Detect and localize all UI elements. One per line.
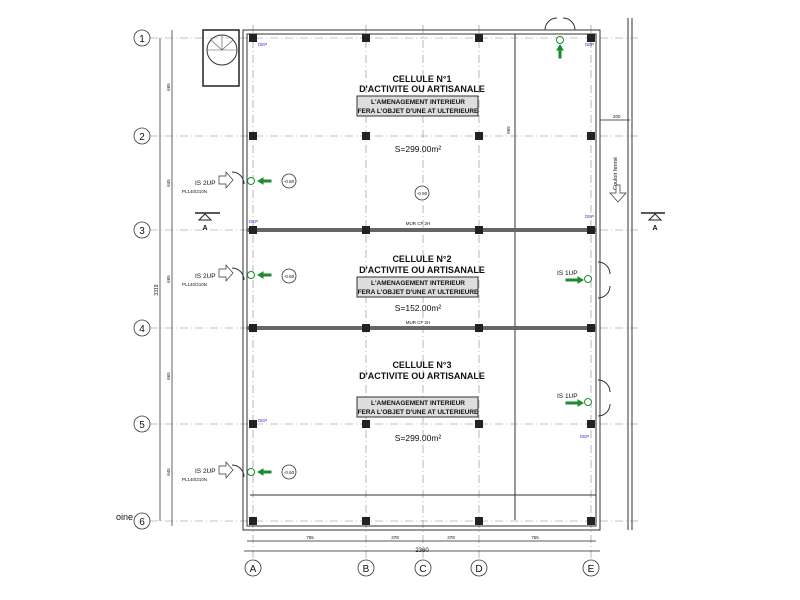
svg-text:-0.60: -0.60 (417, 191, 428, 196)
exit-left-1: IS 2UP PL140/210N (182, 171, 272, 194)
fire-wall-1 (247, 228, 596, 232)
svg-text:1: 1 (139, 34, 145, 45)
structural-columns (249, 34, 595, 525)
svg-text:645: 645 (166, 179, 171, 187)
svg-text:378: 378 (391, 535, 399, 540)
cell-subtitle: D'ACTIVITE OU ARTISANALE (359, 371, 485, 381)
cell-note-1: L'AMENAGEMENT INTERIEUR (371, 280, 465, 287)
cell-subtitle: D'ACTIVITE OU ARTISANALE (359, 265, 485, 275)
cell-3: CELLULE N°3 D'ACTIVITE OU ARTISANALE L'A… (356, 360, 485, 443)
svg-text:A: A (652, 225, 657, 232)
green-arrow-icon (257, 177, 272, 185)
exit-arrow-icon (218, 171, 234, 189)
cell-subtitle: D'ACTIVITE OU ARTISANALE (359, 84, 485, 94)
cell-title: CELLULE N°1 (392, 74, 451, 84)
exit-right-2: IS 1UP (557, 379, 611, 417)
fire-wall-label: MUR CF 2H (406, 221, 431, 226)
level-markers: -0.60 -0.60 -0.60 -0.60 (281, 173, 430, 480)
exit-right-1: IS 1UP (557, 261, 611, 299)
total-height-dim: 3319 (154, 284, 160, 295)
cell-note-2: FERA L'OBJET D'UNE AT ULTERIEURE (358, 108, 479, 115)
svg-text:378: 378 (447, 535, 455, 540)
svg-text:665: 665 (166, 83, 171, 91)
cell-title: CELLULE N°2 (392, 254, 451, 264)
svg-text:E: E (588, 564, 595, 575)
exit-label: IS 2UP (195, 468, 216, 475)
door-label: PL140/210N (182, 282, 207, 287)
green-arrow-icon (257, 468, 272, 476)
green-arrow-icon (556, 44, 564, 59)
fire-wall-2 (247, 326, 596, 330)
svg-text:5: 5 (139, 420, 145, 431)
fire-wall-label: MUR CF 2H (406, 320, 431, 325)
svg-text:755: 755 (306, 535, 314, 540)
svg-text:A: A (250, 564, 257, 575)
cell-title: CELLULE N°3 (392, 360, 451, 370)
vertical-dimensions: 3319 665 645 665 665 645 665 (154, 30, 511, 526)
exit-label: IS 1UP (557, 393, 578, 400)
section-marker-right: A (641, 212, 665, 232)
svg-text:A: A (202, 225, 207, 232)
cell-area: S=299.00m² (395, 144, 442, 154)
exit-left-3: IS 2UP PL140/210N (182, 461, 272, 482)
cell-note-2: FERA L'OBJET D'UNE AT ULTERIEURE (358, 409, 479, 416)
spiral-staircase (202, 29, 240, 87)
cell-area: S=152.00m² (395, 303, 442, 313)
svg-text:DEP: DEP (249, 219, 258, 224)
svg-text:DEP: DEP (580, 434, 589, 439)
corridor-width: 200 (613, 114, 621, 119)
cell-note-2: FERA L'OBJET D'UNE AT ULTERIEURE (358, 289, 479, 296)
green-arrow-icon (565, 276, 584, 284)
svg-text:DEP: DEP (258, 42, 267, 47)
svg-text:DEP: DEP (585, 214, 594, 219)
exit-label: IS 1UP (557, 270, 578, 277)
svg-text:DEP: DEP (585, 42, 594, 47)
cell-2: CELLULE N°2 D'ACTIVITE OU ARTISANALE L'A… (356, 254, 485, 313)
cell-note-1: L'AMENAGEMENT INTERIEUR (371, 400, 465, 407)
svg-text:4: 4 (139, 324, 145, 335)
cropped-note: oine (116, 512, 133, 522)
corridor-label: Couloir fermé (613, 157, 619, 190)
door-label: PL140/210N (182, 477, 207, 482)
exit-label: IS 2UP (195, 180, 216, 187)
row-axis-bubbles: 1 2 3 4 5 6 (133, 29, 151, 530)
svg-text:665: 665 (166, 372, 171, 380)
cell-1: CELLULE N°1 D'ACTIVITE OU ARTISANALE L'A… (356, 74, 485, 154)
svg-text:B: B (363, 564, 370, 575)
svg-text:6: 6 (139, 517, 145, 528)
svg-text:DEP: DEP (258, 418, 267, 423)
svg-text:645: 645 (166, 468, 171, 476)
direction-arrow-icon (609, 184, 627, 203)
exit-top (544, 17, 576, 59)
svg-text:C: C (419, 564, 426, 575)
door-label: PL140/210N (182, 189, 207, 194)
exit-label: IS 2UP (195, 273, 216, 280)
column-axis-bubbles: A B C D E (244, 559, 600, 577)
green-arrow-icon (565, 399, 584, 407)
svg-text:-0.60: -0.60 (284, 470, 295, 475)
svg-text:-0.60: -0.60 (284, 179, 295, 184)
section-marker-left: A (195, 212, 220, 232)
exit-left-2: IS 2UP PL140/210N (182, 264, 272, 287)
cell-note-1: L'AMENAGEMENT INTERIEUR (371, 99, 465, 106)
svg-text:3: 3 (139, 226, 145, 237)
dep-labels: DEP DEP DEP DEP DEP DEP (249, 42, 594, 439)
horizontal-dimensions: 755 378 378 755 2360 (244, 535, 600, 554)
building-walls (242, 18, 633, 531)
exit-arrow-icon (218, 264, 234, 282)
svg-text:755: 755 (531, 535, 539, 540)
svg-text:2: 2 (139, 132, 145, 143)
svg-text:-0.60: -0.60 (284, 274, 295, 279)
green-arrow-icon (257, 271, 272, 279)
cell-area: S=299.00m² (395, 433, 442, 443)
svg-text:665: 665 (166, 275, 171, 283)
svg-text:D: D (475, 564, 482, 575)
svg-text:665: 665 (506, 126, 511, 134)
total-width-dim: 2360 (415, 548, 429, 554)
exit-arrow-icon (218, 461, 234, 479)
